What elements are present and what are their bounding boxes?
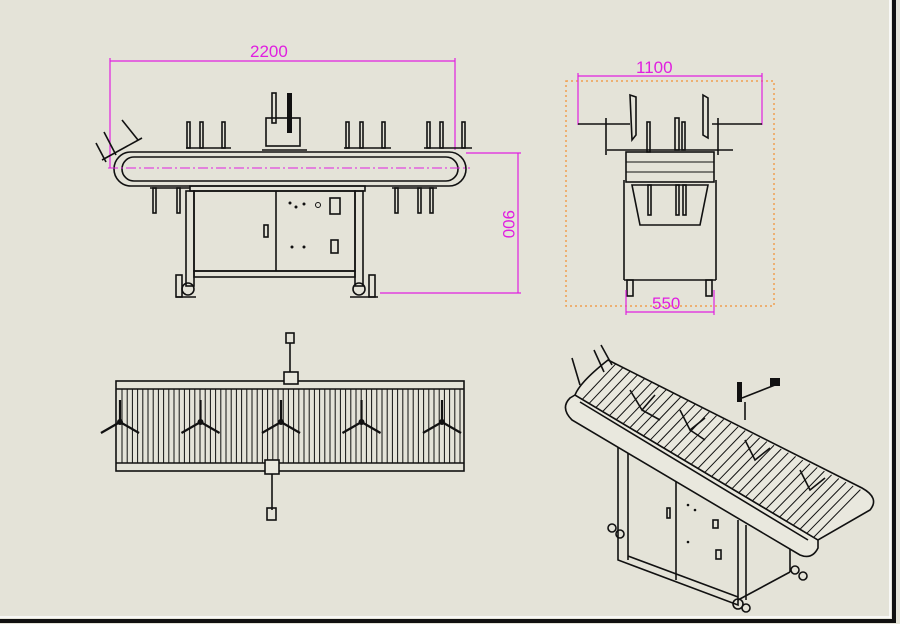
iso-slat [588, 367, 624, 404]
iso-slat [609, 378, 645, 416]
iso-slat [649, 400, 689, 441]
iso-slat [806, 485, 854, 534]
caster-left [175, 274, 196, 298]
iso-slat [786, 474, 832, 522]
iso-slat [581, 363, 617, 400]
belt-slats [121, 389, 461, 463]
iso-slat [704, 430, 746, 473]
fixture-star [261, 400, 301, 434]
leg-right [354, 190, 364, 287]
iso-slat [752, 456, 796, 502]
dimension-width-label: 1100 [636, 58, 673, 77]
caster-right [350, 274, 378, 298]
iso-gripper [737, 378, 780, 420]
isometric-view [564, 344, 875, 613]
iso-slat [792, 478, 840, 526]
iso-slat [813, 489, 861, 538]
fixture-star [422, 400, 462, 434]
iso-slat [697, 426, 739, 469]
dimension-base-label: 550 [652, 294, 680, 313]
fixture-under-right [392, 187, 437, 214]
iso-slat [629, 389, 667, 429]
fixture-under-left [150, 187, 190, 214]
front-view: 2200 [95, 42, 521, 298]
iso-slat [718, 437, 760, 481]
iso-slat [738, 448, 782, 494]
iso-slat [602, 374, 638, 412]
iso-slat [677, 415, 717, 457]
fixture-3 [424, 121, 472, 149]
dimension-height-label: 900 [499, 210, 518, 238]
gripper-center [262, 92, 307, 151]
iso-slat [670, 411, 710, 453]
iso-slat [724, 441, 768, 485]
iso-slat [636, 393, 674, 433]
iso-belt-top [574, 359, 875, 541]
iso-slat [758, 459, 804, 506]
fixture-star [341, 400, 382, 434]
iso-slat [765, 463, 811, 510]
iso-slat [779, 470, 825, 518]
iso-slat [731, 444, 775, 490]
bounding-box [565, 80, 775, 307]
iso-slat [643, 396, 681, 437]
iso-belt-slats [581, 363, 861, 538]
iso-slat [595, 371, 631, 408]
iso-slat [663, 407, 703, 449]
fixture-2 [344, 121, 391, 149]
gripper-arm-top [283, 332, 299, 385]
fixture-stars [100, 400, 462, 434]
fixture-star [180, 400, 221, 434]
iso-slat [615, 382, 653, 420]
fixture-star [100, 400, 140, 434]
iso-belt-side [564, 394, 819, 558]
dimension-length-label: 2200 [250, 42, 288, 61]
dimension-base: 550 [625, 290, 715, 315]
iso-slat [622, 385, 660, 425]
iso-slat [690, 422, 732, 465]
iso-slat [799, 481, 847, 530]
cabinet [193, 190, 356, 272]
door-handle [263, 224, 269, 238]
iso-cabinet [617, 440, 739, 607]
dimension-length: 2200 [109, 42, 456, 168]
fixture-1 [186, 121, 231, 149]
iso-slat [745, 452, 789, 498]
control-panel [288, 197, 341, 254]
side-view: 1100 550 [565, 58, 775, 315]
dimension-height: 900 [380, 152, 521, 294]
top-view [100, 332, 465, 521]
iso-slat [772, 467, 818, 514]
iso-slat [656, 404, 696, 445]
leg-left [185, 190, 195, 287]
gripper-arm-bottom [264, 459, 280, 521]
dimension-width: 1100 [577, 58, 763, 125]
fixture-left-angled [95, 119, 143, 163]
